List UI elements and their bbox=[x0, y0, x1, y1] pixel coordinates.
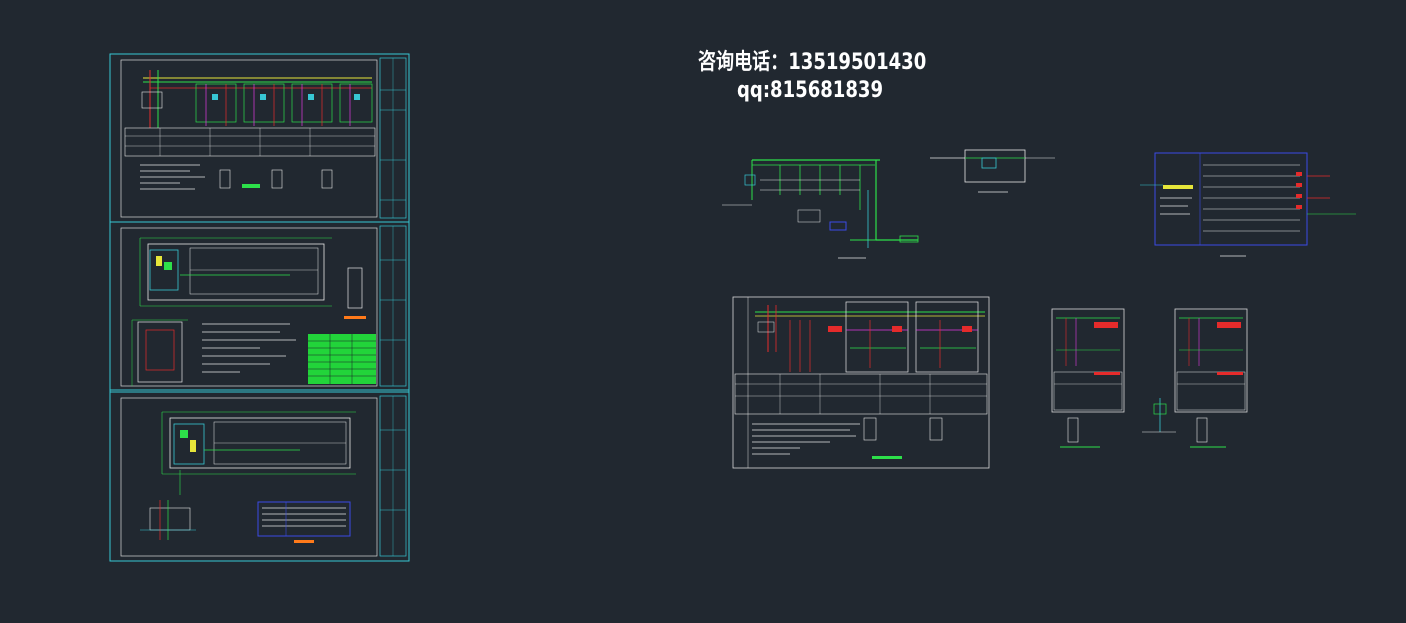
consult-phone-number: 13519501430 bbox=[788, 50, 927, 75]
schematic-sheet-b bbox=[1142, 308, 1248, 448]
main-schematic-sheet bbox=[732, 296, 990, 469]
consult-qq-label: qq: bbox=[737, 78, 771, 103]
consult-phone-label: 咨询电话： bbox=[698, 50, 789, 75]
schematic-sheet-a bbox=[1051, 308, 1125, 448]
consult-qq-line: qq:815681839 bbox=[737, 78, 883, 103]
sheet-3-layout-plan bbox=[109, 391, 410, 562]
sheet-2-floor-plan bbox=[109, 221, 410, 391]
consult-phone-line: 咨询电话：13519501430 bbox=[698, 44, 926, 76]
consult-qq-number: 815681839 bbox=[770, 78, 884, 103]
sheet-1-wiring-diagram bbox=[109, 53, 410, 223]
wiring-sketch-main bbox=[722, 159, 919, 259]
left-sheet-stack bbox=[109, 53, 410, 562]
control-schematic-box bbox=[1140, 152, 1356, 257]
wiring-sketch-small bbox=[930, 149, 1055, 193]
